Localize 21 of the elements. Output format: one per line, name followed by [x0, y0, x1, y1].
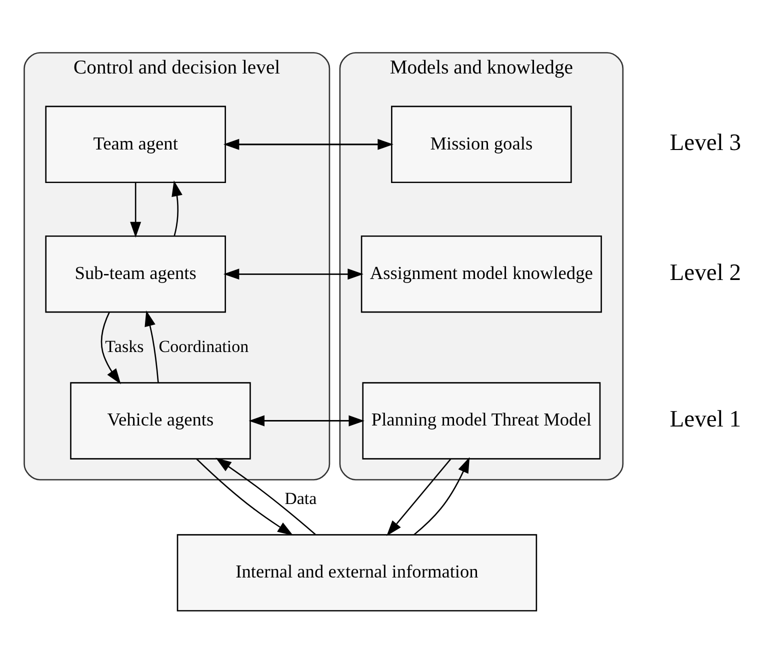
- arrow: [144, 310, 159, 382]
- node-box: Planning model Threat Model: [362, 382, 601, 459]
- label: Level 1: [670, 406, 742, 432]
- node-box: Team agent: [45, 105, 226, 183]
- label: Level 3: [670, 130, 742, 156]
- node-box: Assignment model knowledge: [360, 234, 602, 312]
- node-box: Mission goals: [391, 105, 572, 183]
- node-box: Vehicle agents: [70, 382, 251, 459]
- arrow: [130, 182, 142, 238]
- label: Level 2: [670, 259, 742, 286]
- node-box: Sub-team agents: [45, 234, 226, 312]
- arrow: [100, 311, 121, 384]
- arrow: [386, 458, 452, 536]
- edge-label: Data: [284, 488, 317, 508]
- arrow: [196, 458, 294, 536]
- node-box: Internal and external information: [176, 534, 538, 611]
- arrow: [172, 180, 182, 236]
- edge-label: Tasks: [105, 336, 144, 356]
- arrow: [216, 457, 316, 534]
- edge-label: Coordination: [158, 336, 249, 356]
- arrow: [414, 456, 470, 535]
